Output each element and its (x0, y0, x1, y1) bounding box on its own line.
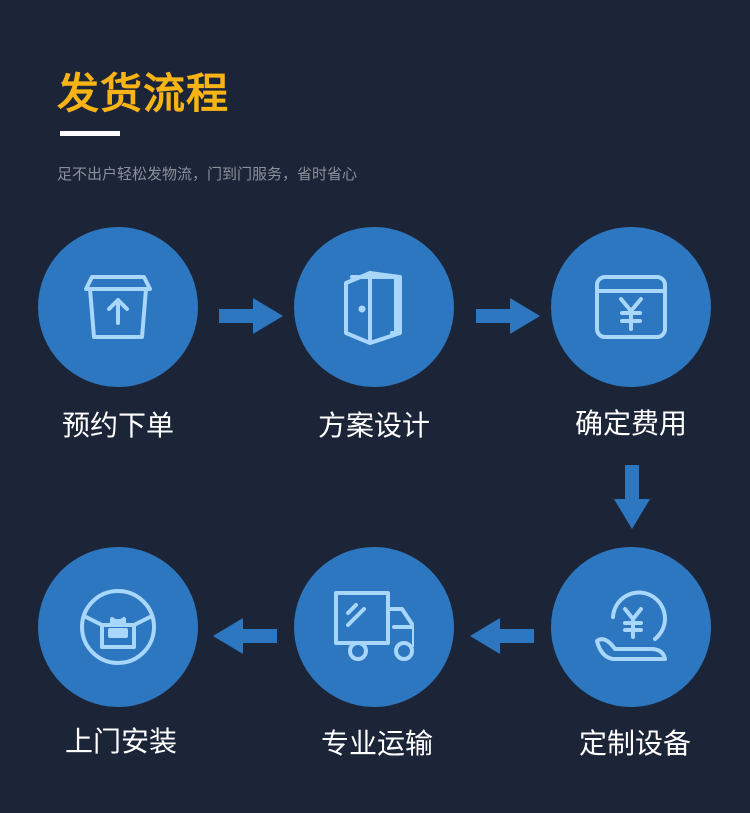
truck-icon (334, 591, 414, 661)
yen-hand-icon (595, 590, 667, 661)
step-6-label: 上门安装 (64, 725, 177, 758)
step-4-circle (551, 547, 711, 707)
step-6-circle (38, 547, 198, 707)
step-3-label: 确定费用 (574, 407, 687, 440)
step-3-circle (551, 227, 711, 387)
arrow-left-icon (213, 618, 277, 654)
title-underline (60, 131, 120, 136)
arrow-right-icon (219, 298, 283, 334)
yen-card-icon (595, 275, 667, 339)
arrow-left-icon (470, 618, 534, 654)
arrow-right-icon (476, 298, 540, 334)
open-box-icon (80, 589, 156, 665)
subtitle: 足不出户轻松发物流，门到门服务，省时省心 (57, 165, 358, 183)
step-2-label: 方案设计 (317, 409, 430, 442)
arrow-down-icon (614, 465, 650, 529)
box-upload-icon (84, 275, 152, 339)
step-1-label: 预约下单 (61, 409, 174, 442)
door-design-icon (344, 271, 402, 345)
step-5-label: 专业运输 (320, 727, 433, 760)
page-title: 发货流程 (57, 69, 230, 118)
step-2-circle (294, 227, 454, 387)
step-1-circle (38, 227, 198, 387)
step-4-label: 定制设备 (578, 727, 691, 760)
step-5-circle (294, 547, 454, 707)
